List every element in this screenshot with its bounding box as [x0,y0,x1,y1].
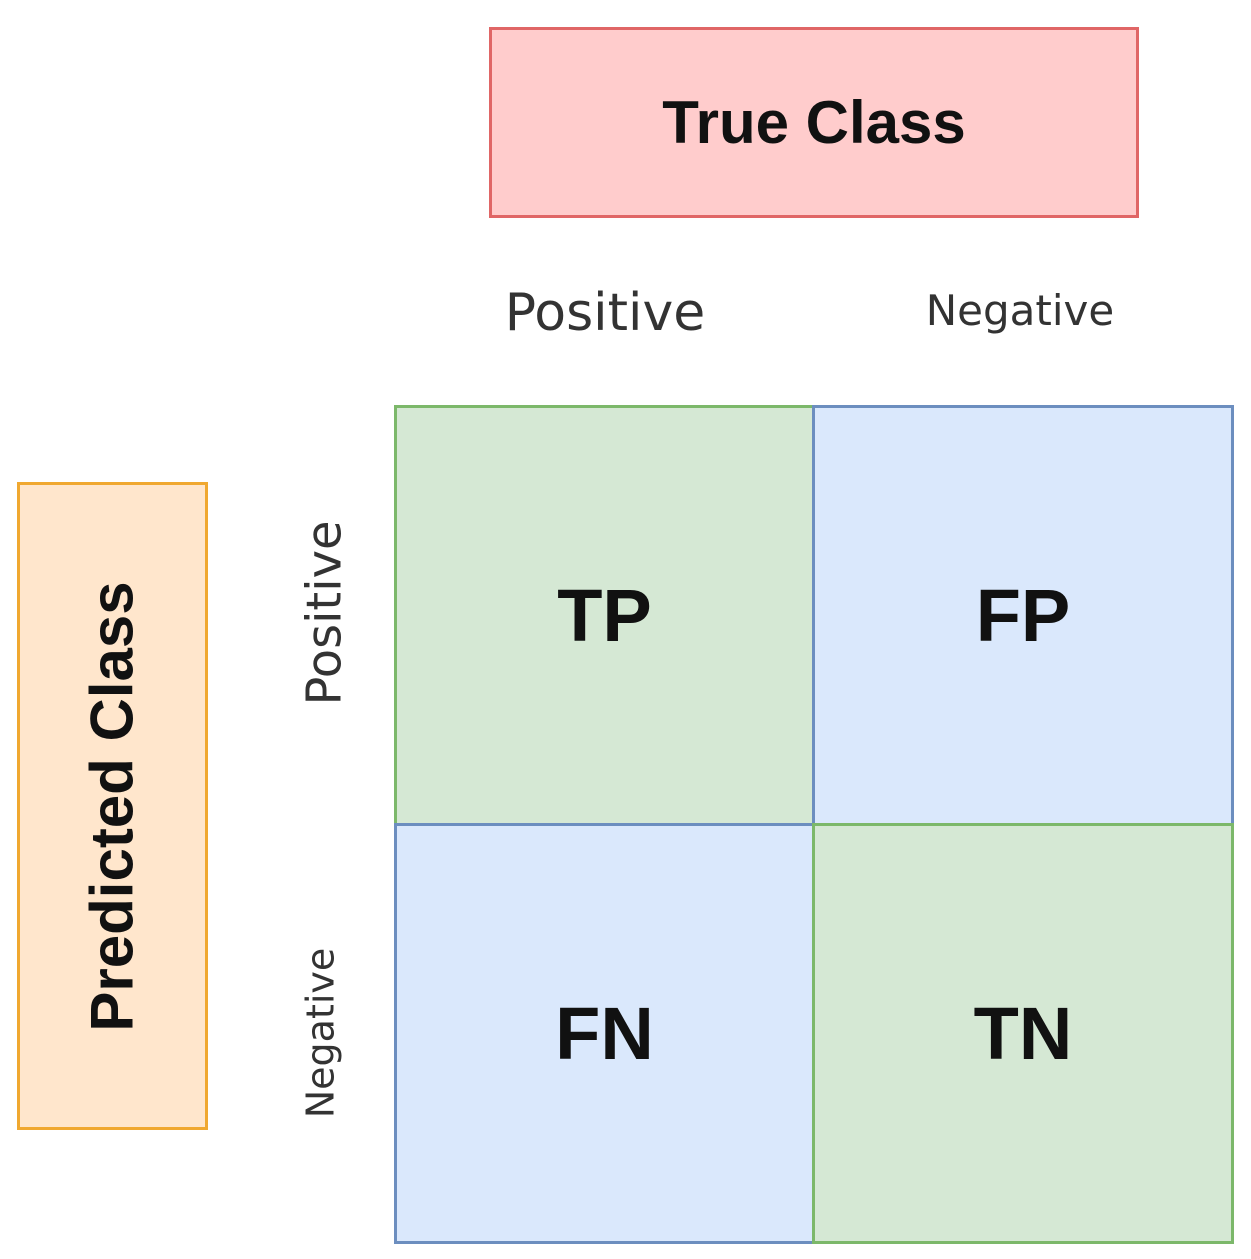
true-class-label: True Class [662,89,966,156]
row-label-positive: Positive [297,519,354,706]
column-label-positive: Positive [504,283,706,343]
cell-true-positive: TP [394,405,815,826]
row-label-negative-container: Negative [290,930,350,1135]
true-class-box: True Class [489,27,1139,218]
cell-false-negative: FN [394,823,815,1244]
predicted-class-box: Predicted Class [17,482,208,1130]
row-label-negative: Negative [298,947,343,1118]
cell-true-negative: TN [812,823,1234,1244]
cell-false-positive: FP [812,405,1234,826]
column-label-negative: Negative [925,285,1115,335]
predicted-class-label: Predicted Class [79,580,146,1032]
row-label-positive-container: Positive [290,500,360,725]
